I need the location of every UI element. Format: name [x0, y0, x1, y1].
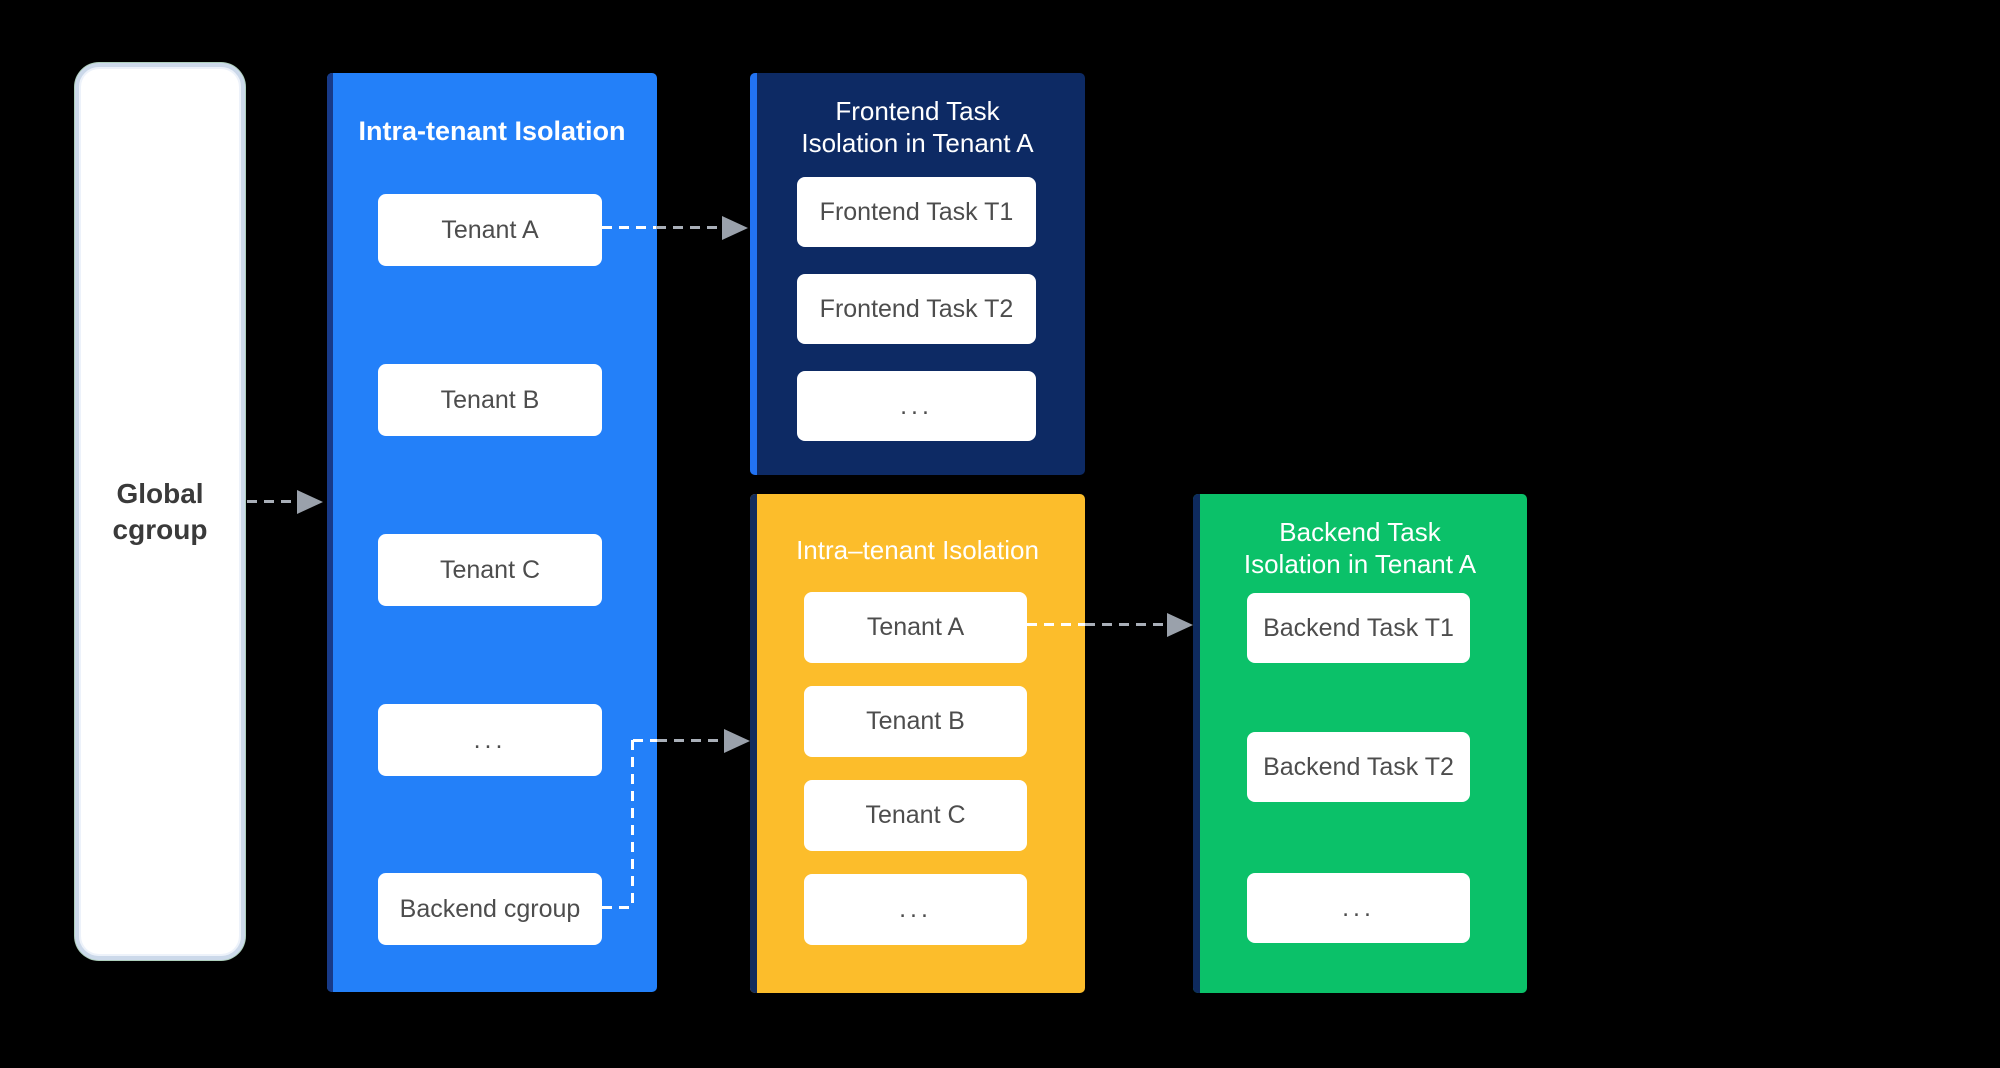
arrowhead-icon [722, 216, 748, 240]
arrow-dash-segment [247, 500, 299, 503]
global-cgroup-box: Global cgroup [75, 63, 245, 960]
panel-title: Intra-tenant Isolation [358, 116, 626, 146]
arrow-dash-segment [1027, 623, 1085, 626]
arrow-dash-segment [1085, 623, 1167, 626]
accent-strip [750, 73, 757, 475]
node-tenant-c: Tenant C [804, 780, 1027, 851]
panel-title: Frontend Task Isolation in Tenant A [750, 95, 1085, 159]
node-backend-task-t2: Backend Task T2 [1247, 732, 1470, 802]
node-tenant-a: Tenant A [804, 592, 1027, 663]
intra-tenant-isolation-backend-panel: Intra–tenant Isolation Tenant A Tenant B… [750, 494, 1085, 993]
node-frontend-task-t2: Frontend Task T2 [797, 274, 1036, 344]
node-tenant-b: Tenant B [804, 686, 1027, 757]
panel-title-line2: Isolation in Tenant A [801, 128, 1034, 158]
frontend-task-isolation-panel: Frontend Task Isolation in Tenant A Fron… [750, 73, 1085, 475]
node-ellipsis: ... [804, 874, 1027, 945]
node-tenant-a: Tenant A [378, 194, 602, 266]
node-ellipsis: ... [1247, 873, 1470, 943]
node-tenant-b: Tenant B [378, 364, 602, 436]
accent-strip [1193, 494, 1200, 993]
accent-strip [750, 494, 757, 993]
arrowhead-icon [297, 490, 323, 514]
intra-tenant-isolation-panel: Intra-tenant Isolation Tenant A Tenant B… [327, 73, 657, 992]
accent-strip [327, 73, 333, 992]
arrow-dash-segment [602, 906, 635, 909]
arrowhead-icon [724, 729, 750, 753]
node-tenant-c: Tenant C [378, 534, 602, 606]
panel-title-line2: Isolation in Tenant A [1243, 549, 1477, 579]
node-ellipsis: ... [797, 371, 1036, 441]
node-frontend-task-t1: Frontend Task T1 [797, 177, 1036, 247]
backend-task-isolation-panel: Backend Task Isolation in Tenant A Backe… [1193, 494, 1527, 993]
arrow-dash-segment [602, 226, 656, 229]
node-backend-task-t1: Backend Task T1 [1247, 593, 1470, 663]
node-backend-cgroup: Backend cgroup [378, 873, 602, 945]
arrow-dash-segment [631, 740, 634, 908]
node-ellipsis: ... [378, 704, 602, 776]
panel-title: Backend Task Isolation in Tenant A [1193, 516, 1527, 580]
panel-title-line1: Backend Task [1279, 517, 1441, 547]
arrowhead-icon [1167, 613, 1193, 637]
global-cgroup-label: Global cgroup [112, 477, 208, 545]
arrow-dash-segment [633, 739, 657, 742]
arrow-dash-segment [657, 739, 724, 742]
arrow-dash-segment [656, 226, 722, 229]
panel-title: Intra–tenant Isolation [796, 535, 1039, 565]
panel-title-line1: Frontend Task [835, 96, 1000, 126]
